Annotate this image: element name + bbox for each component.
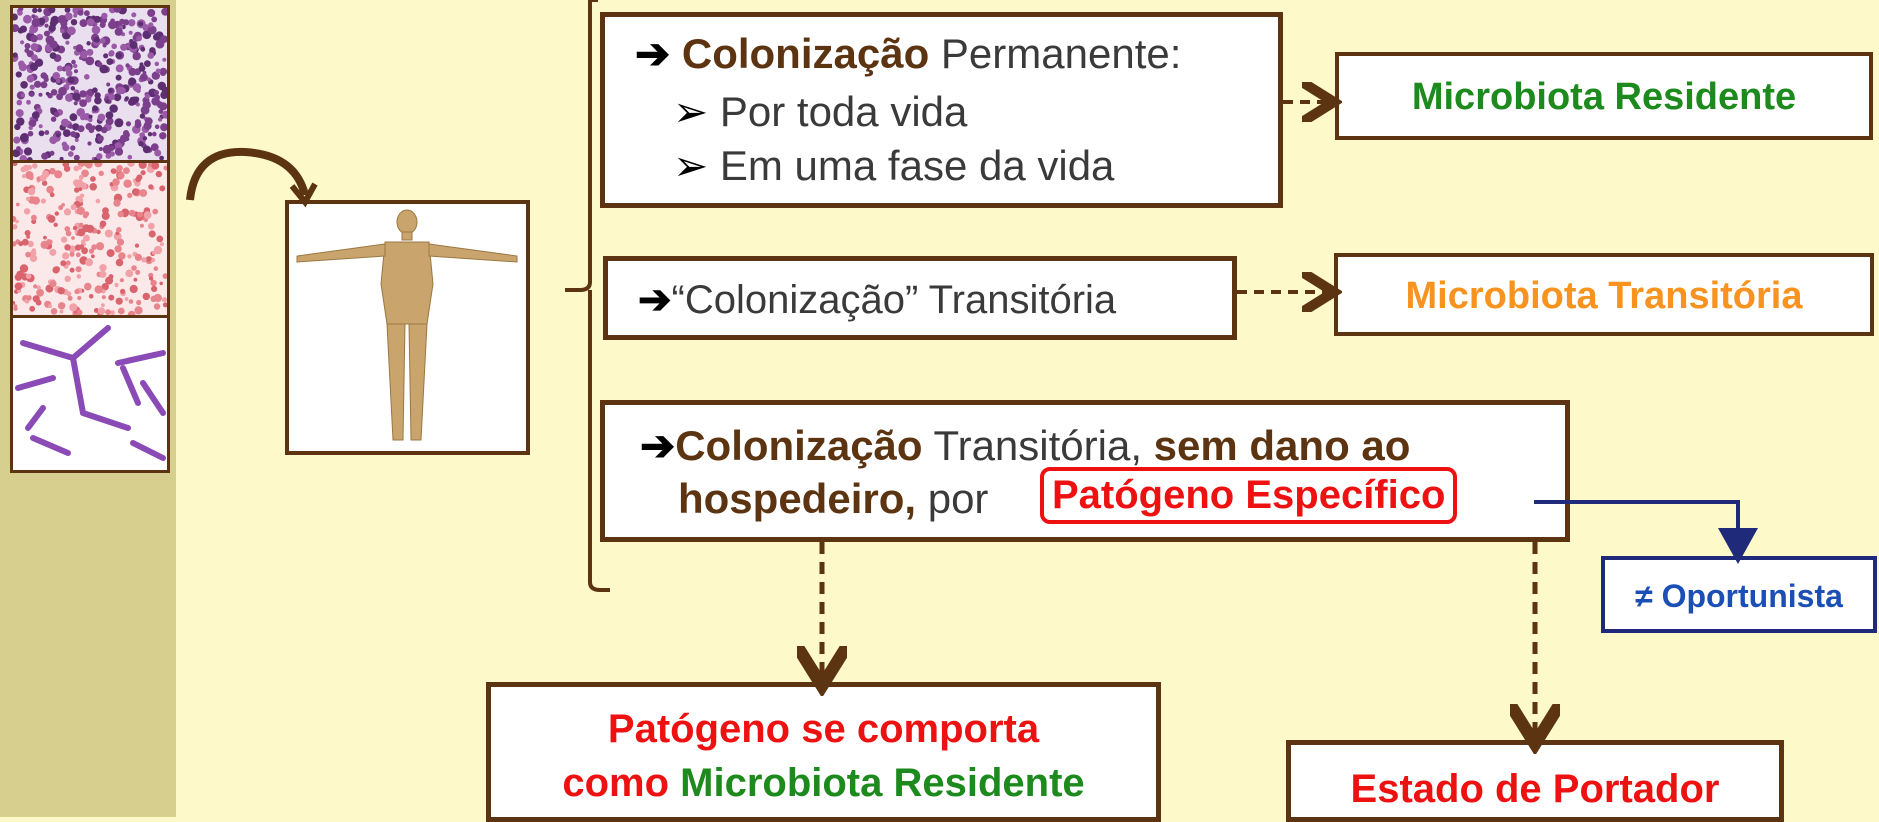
transient-colonization-box: ➔“Colonização” Transitória [603,256,1237,340]
curved-arrow-icon [186,147,309,201]
bullet-arrow-icon: ➢ [673,142,709,189]
permanent-label: Permanente: [929,30,1182,77]
behaves-as-resident-box: Patógeno se comporta como Microbiota Res… [486,682,1161,822]
permanent-bold: Colonização [681,30,930,77]
micrograph-red-cells [10,160,170,318]
transient-microbiota-box: Microbiota Transitória [1334,253,1874,336]
list-item: ➢ Em uma fase da vida [673,142,1115,189]
resident-microbiota-box: Microbiota Residente [1335,52,1873,140]
transient-label: “Colonização” Transitória [671,278,1117,322]
human-figure-box [285,200,530,455]
human-body-figure [296,209,518,441]
opportunist-box: ≠ Oportunista [1601,556,1877,633]
micrograph-cocci [10,5,170,163]
behaves-line1: Patógeno se comporta [607,707,1040,751]
list-item: ➢ Por toda vida [673,88,968,135]
specific-pathogen-highlight: Patógeno Específico [1040,467,1458,524]
permanent-colonization-box: ➔ Colonização Permanente: ➢ Por toda vid… [600,12,1283,208]
carrier-state-box: Estado de Portador [1286,740,1784,822]
micrograph-rods [10,315,170,473]
right-arrow-icon: ➔ [635,30,671,77]
resident-microbiota-label: Microbiota Residente [1411,76,1797,118]
pathogen-colonization-box: ➔Colonização Transitória, sem dano ao ho… [600,400,1570,542]
right-arrow-icon: ➔ [638,278,672,322]
opportunist-label: ≠ Oportunista [1635,578,1843,614]
right-arrow-icon: ➔ [640,422,676,469]
transient-microbiota-label: Microbiota Transitória [1405,275,1803,317]
bullet-arrow-icon: ➢ [673,88,709,135]
carrier-state-label: Estado de Portador [1350,767,1720,811]
